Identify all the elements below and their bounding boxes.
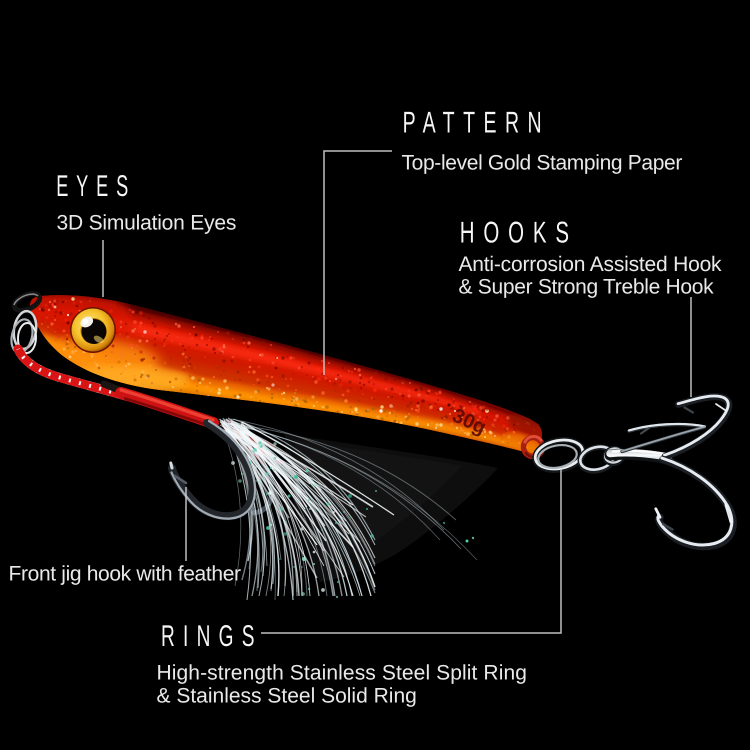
svg-text:PATTERN: PATTERN [403,107,550,140]
svg-text:3D Simulation Eyes: 3D Simulation Eyes [57,212,237,235]
svg-text:High-strength Stainless Steel: High-strength Stainless Steel Split Ring [157,662,528,685]
svg-text:Top-level Gold Stamping Paper: Top-level Gold Stamping Paper [402,152,683,175]
svg-text:& Super Strong Treble Hook: & Super Strong Treble Hook [459,276,715,299]
svg-text:EYES: EYES [56,170,136,203]
svg-text:HOOKS: HOOKS [460,217,578,250]
svg-text:RINGS: RINGS [161,620,263,653]
svg-text:Anti-corrosion Assisted Hook: Anti-corrosion Assisted Hook [459,253,723,276]
svg-text:& Stainless Steel Solid Ring: & Stainless Steel Solid Ring [157,685,417,708]
svg-text:Front jig hook with feather: Front jig hook with feather [9,563,242,586]
